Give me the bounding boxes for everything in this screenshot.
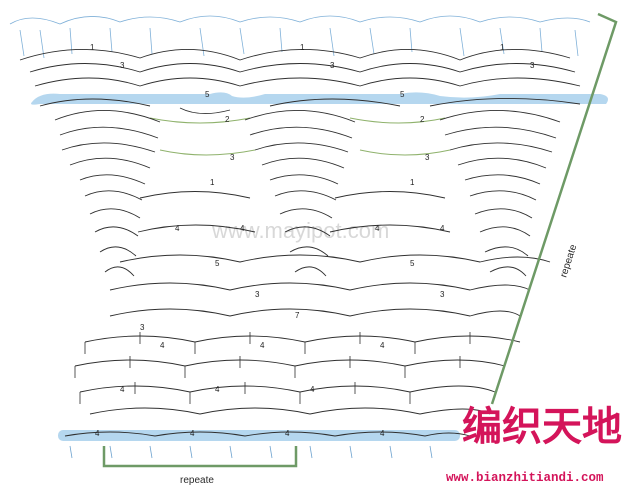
row-number: 4 (380, 341, 385, 350)
row-numbers: 1 3 5 1 3 5 1 3 2 2 3 3 1 1 4 4 4 4 5 5 … (90, 43, 535, 438)
upper-scallops (19, 49, 581, 114)
row-number: 4 (375, 224, 380, 233)
fan-middle (244, 110, 356, 277)
row-number: 4 (160, 341, 165, 350)
fan-right (439, 110, 561, 277)
row-number: 4 (120, 385, 125, 394)
repeat-label-bottom: repeate (180, 475, 214, 486)
crown-edge (9, 15, 591, 59)
row-number: 7 (295, 311, 300, 320)
row-number: 1 (210, 178, 215, 187)
repeat-bracket-bottom (102, 446, 298, 468)
row-number: 4 (95, 429, 100, 438)
base-stitch-ticks (74, 332, 471, 404)
row-number: 1 (500, 43, 505, 52)
row-number: 3 (140, 323, 145, 332)
row-number: 2 (420, 115, 425, 124)
row-number: 3 (440, 290, 445, 299)
base-rows (64, 335, 521, 437)
row-number: 5 (400, 90, 405, 99)
chain-arcs (109, 191, 551, 317)
row-number: 4 (440, 224, 445, 233)
row-number: 4 (285, 429, 290, 438)
row-number: 3 (530, 61, 535, 70)
row-number: 4 (310, 385, 315, 394)
row-number: 1 (300, 43, 305, 52)
highlight-band-bottom (58, 430, 460, 441)
row-number: 5 (410, 259, 415, 268)
row-number: 3 (255, 290, 260, 299)
row-number: 3 (425, 153, 430, 162)
row-number: 4 (240, 224, 245, 233)
row-number: 4 (260, 341, 265, 350)
row-number: 4 (380, 429, 385, 438)
brand-title: 编织天地 (462, 404, 622, 450)
row-number: 4 (175, 224, 180, 233)
row-number: 1 (410, 178, 415, 187)
row-number: 5 (215, 259, 220, 268)
row-number: 3 (330, 61, 335, 70)
row-number: 4 (190, 429, 195, 438)
highlight-band-top (31, 92, 608, 105)
row-number: 3 (230, 153, 235, 162)
row-number: 5 (205, 90, 210, 99)
fan-left (54, 110, 161, 277)
watermark-text: www.mayipot.com (211, 218, 389, 243)
row-number: 3 (120, 61, 125, 70)
row-number: 2 (225, 115, 230, 124)
row-number: 1 (90, 43, 95, 52)
row-number: 4 (215, 385, 220, 394)
repeat-bracket-side (490, 12, 618, 405)
bottom-arrows (69, 445, 433, 459)
brand-url: www.bianzhitiandi.com (446, 471, 604, 485)
guide-lines (149, 117, 451, 156)
repeat-label-side: repeate (558, 243, 579, 279)
